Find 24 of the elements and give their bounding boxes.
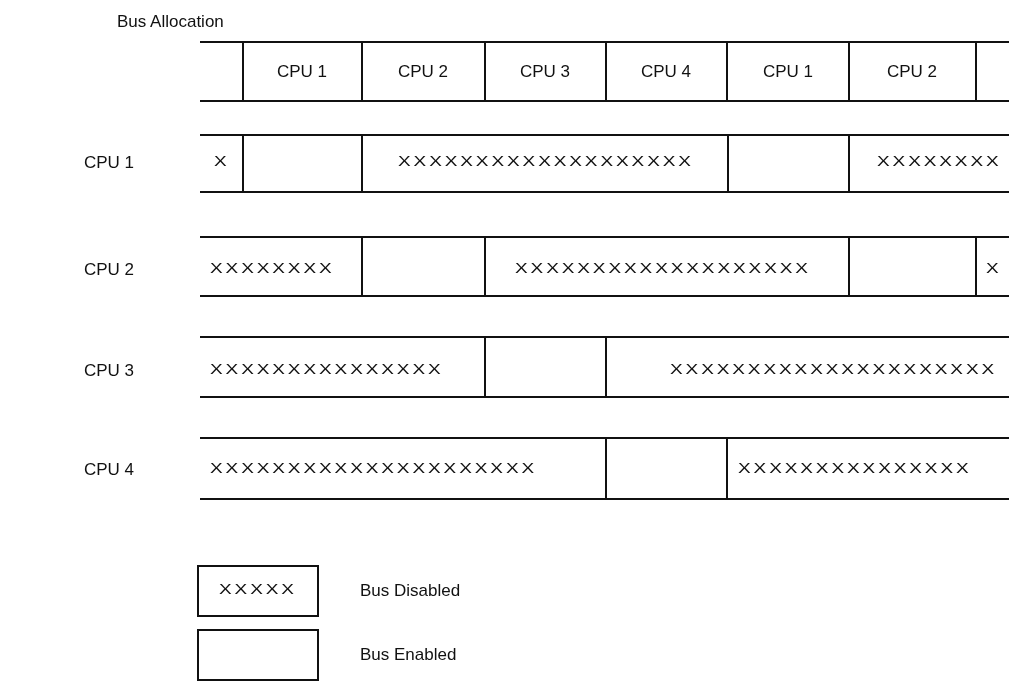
- row-label: CPU 4: [84, 459, 135, 481]
- row-label: CPU 3: [84, 360, 135, 382]
- row-heading: Bus Allocation: [117, 11, 224, 33]
- bus-disabled-marks: XXXXXXXXXXXXXXXXXXXXX: [210, 458, 538, 478]
- bus-disabled-marks: X: [986, 258, 1002, 278]
- bus-disabled-marks: XXXXXXXXXXXXXXX: [738, 458, 972, 478]
- bus-disabled-marks: XXXXX: [219, 579, 297, 599]
- bus-owner-label: CPU 2: [398, 61, 449, 83]
- bus-disabled-marks: XXXXXXXX: [210, 258, 335, 278]
- bus-disabled-marks: XXXXXXXXXXXXXXX: [210, 359, 444, 379]
- bus-disabled-marks: X: [214, 151, 230, 171]
- bus-owner-label: CPU 4: [641, 61, 692, 83]
- bus-disabled-marks: XXXXXXXXXXXXXXXXXXXXX: [670, 359, 998, 379]
- legend-label: Bus Enabled: [360, 644, 457, 666]
- legend-label: Bus Disabled: [360, 580, 461, 602]
- bus-owner-label: CPU 1: [277, 61, 328, 83]
- bus-owner-label: CPU 1: [763, 61, 814, 83]
- row-label: CPU 1: [84, 152, 135, 174]
- row-label: CPU 2: [84, 259, 135, 281]
- bus-owner-label: CPU 2: [887, 61, 938, 83]
- bus-disabled-marks: XXXXXXXXXXXXXXXXXXX: [398, 151, 694, 171]
- bus-disabled-marks: XXXXXXXXXXXXXXXXXXX: [515, 258, 811, 278]
- bus-disabled-marks: XXXXXXXX: [877, 151, 1002, 171]
- bus-owner-label: CPU 3: [520, 61, 571, 83]
